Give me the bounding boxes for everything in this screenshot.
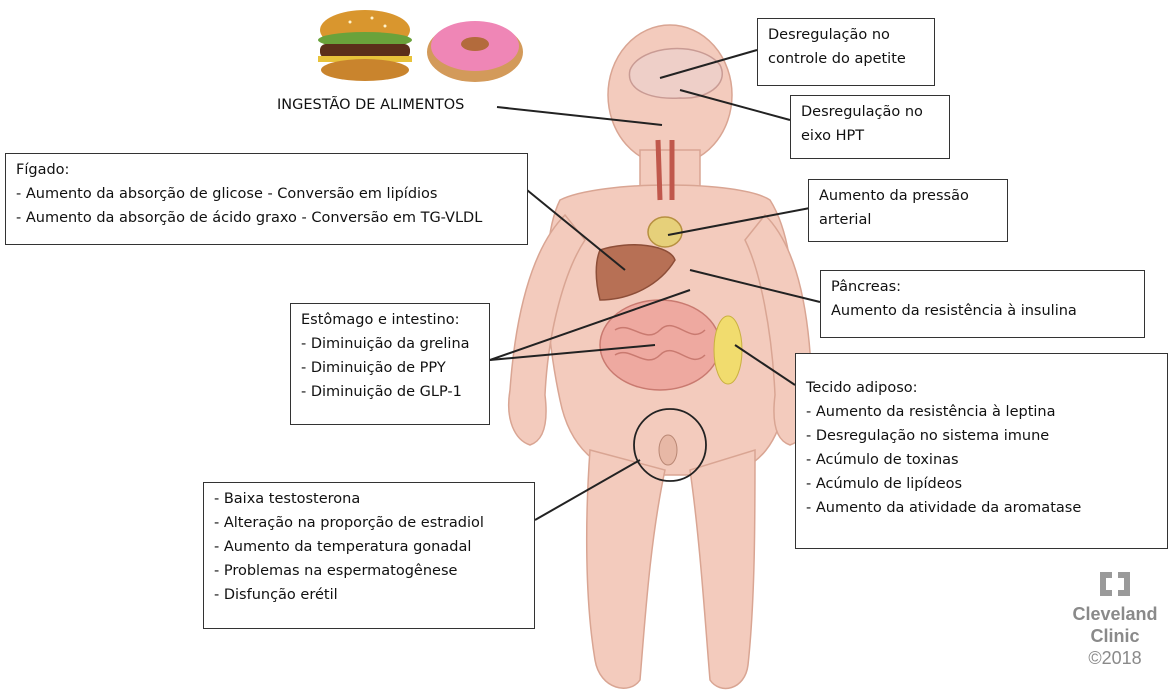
adipose-line: - Acúmulo de toxinas [806, 448, 1157, 472]
appetite-line: controle do apetite [768, 47, 924, 71]
clinic-mark-icon [1098, 570, 1132, 598]
cleveland-clinic-logo: Cleveland Clinic ©2018 [1060, 570, 1170, 669]
pancreas-box: Pâncreas: Aumento da resistência à insul… [820, 270, 1145, 338]
adipose-line: Tecido adiposo: [806, 376, 1157, 400]
gut-line: Estômago e intestino: [301, 308, 479, 332]
donut-icon [427, 21, 523, 82]
appetite-line: Desregulação no [768, 23, 924, 47]
hpt-box: Desregulação no eixo HPT [790, 95, 950, 159]
gonads-line: - Problemas na espermatogênese [214, 559, 524, 583]
gut-line: - Diminuição de GLP-1 [301, 380, 479, 404]
liver-line: Fígado: [16, 158, 517, 182]
burger-icon [318, 10, 412, 81]
liver-line: - Aumento da absorção de ácido graxo - C… [16, 206, 517, 230]
gut-line: - Diminuição da grelina [301, 332, 479, 356]
gut-box: Estômago e intestino: - Diminuição da gr… [290, 303, 490, 425]
adipose-line: - Aumento da resistência à leptina [806, 400, 1157, 424]
appetite-box: Desregulação no controle do apetite [757, 18, 935, 86]
adipose-line: - Desregulação no sistema imune [806, 424, 1157, 448]
logo-copyright: ©2018 [1060, 647, 1170, 669]
adipose-box: Tecido adiposo: - Aumento da resistência… [795, 353, 1168, 549]
pressure-box: Aumento da pressão arterial [808, 179, 1008, 242]
gonads-line: - Aumento da temperatura gonadal [214, 535, 524, 559]
adipose-line: - Acúmulo de lipídeos [806, 472, 1157, 496]
gonads-line: - Alteração na proporção de estradiol [214, 511, 524, 535]
liver-line: - Aumento da absorção de glicose - Conve… [16, 182, 517, 206]
gonads-box: - Baixa testosterona - Alteração na prop… [203, 482, 535, 629]
pressure-line: arterial [819, 208, 997, 232]
logo-name-line2: Clinic [1060, 625, 1170, 647]
pressure-line: Aumento da pressão [819, 184, 997, 208]
liver-box: Fígado: - Aumento da absorção de glicose… [5, 153, 528, 245]
gonads-line: - Disfunção erétil [214, 583, 524, 607]
food-intake-label: INGESTÃO DE ALIMENTOS [277, 97, 464, 113]
hpt-line: Desregulação no [801, 100, 939, 124]
adipose-line: - Aumento da atividade da aromatase [806, 496, 1157, 520]
pancreas-line: Pâncreas: [831, 275, 1134, 299]
pancreas-line: Aumento da resistência à insulina [831, 299, 1134, 323]
gonads-line: - Baixa testosterona [214, 487, 524, 511]
logo-name-line1: Cleveland [1060, 603, 1170, 625]
hpt-line: eixo HPT [801, 124, 939, 148]
gut-line: - Diminuição de PPY [301, 356, 479, 380]
